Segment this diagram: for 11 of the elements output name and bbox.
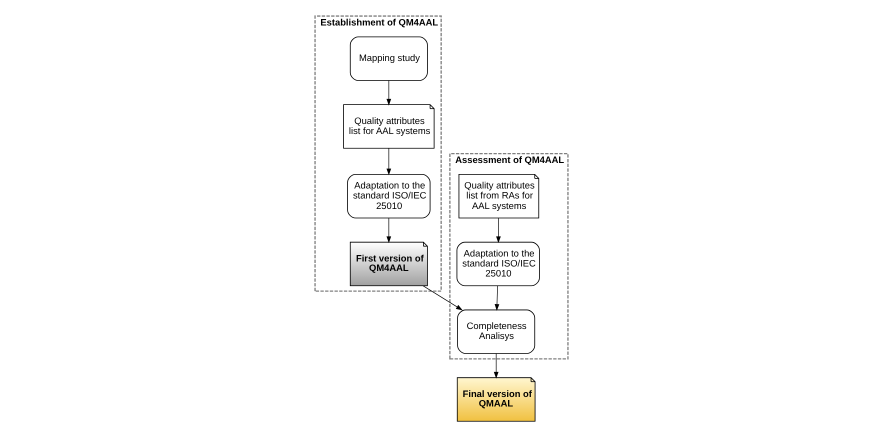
- arrow: [496, 218, 501, 244]
- arrow: [386, 218, 392, 244]
- arrow: [422, 286, 463, 310]
- node-box: Completeness Analisys: [457, 310, 536, 354]
- arrow: [386, 148, 392, 176]
- arrow: [494, 353, 499, 379]
- node-box: Mapping study: [350, 36, 428, 81]
- arrow: [494, 286, 500, 311]
- arrow: [386, 80, 392, 106]
- node-box: Adaptation to the standard ISO/IEC 25010: [456, 242, 540, 286]
- node-box: Adaptation to the standard ISO/IEC 25010: [347, 174, 430, 218]
